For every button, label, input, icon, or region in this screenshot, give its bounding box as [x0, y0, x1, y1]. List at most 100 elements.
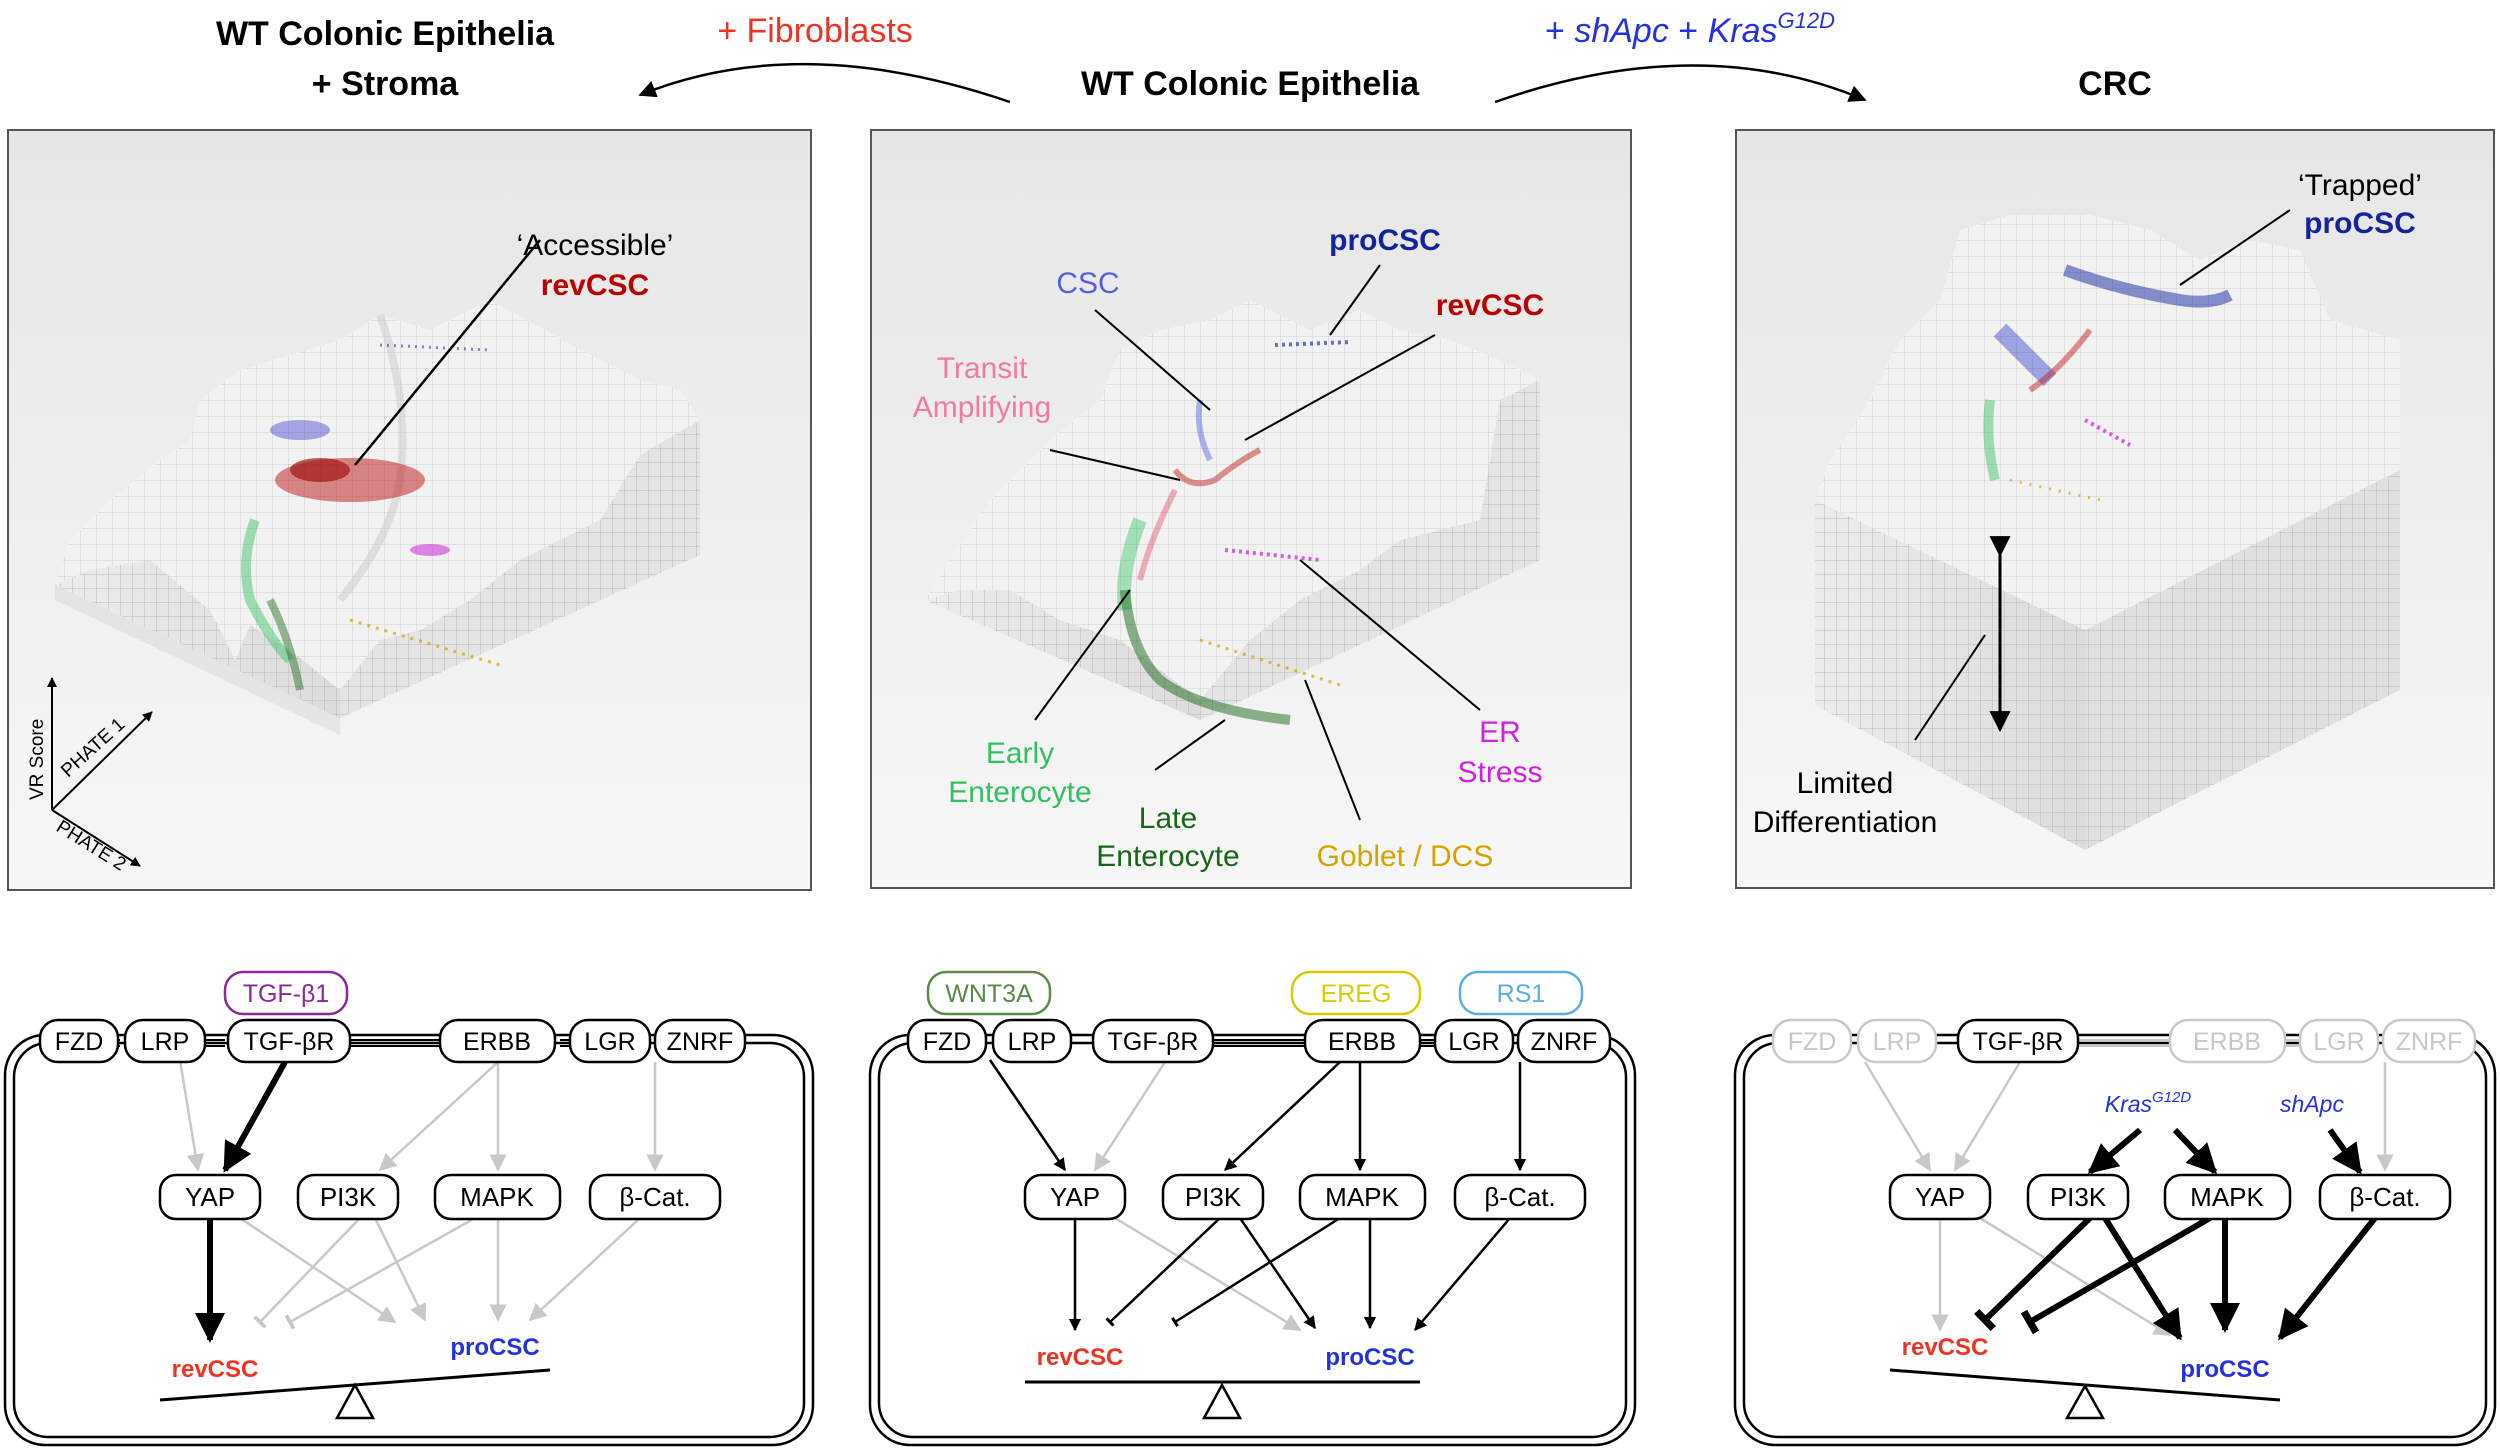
svg-text:LGR: LGR: [1448, 1028, 1499, 1056]
svg-text:YAP: YAP: [1050, 1182, 1100, 1212]
node-yap-center: YAP: [1023, 1173, 1127, 1221]
left-accessible-label: ‘Accessible’: [517, 229, 674, 262]
svg-text:ZNRF: ZNRF: [1531, 1028, 1598, 1056]
left-revcsc-outcome: revCSC: [172, 1356, 259, 1383]
receptor-erbb-center: ERBB: [1303, 1018, 1422, 1064]
node-mapk-center: MAPK: [1298, 1173, 1427, 1221]
node-yap-right: YAP: [1888, 1173, 1992, 1221]
node-pi3k-right: PI3K: [2026, 1173, 2130, 1221]
svg-text:ZNRF: ZNRF: [2396, 1028, 2463, 1056]
center-revcsc-label: revCSC: [1436, 289, 1544, 322]
right-procsc-label: proCSC: [2304, 207, 2416, 240]
receptor-lrp: LRP: [123, 1018, 207, 1064]
receptor-lrp-center: LRP: [991, 1018, 1073, 1064]
ligand-ereg: EREG: [1290, 970, 1422, 1016]
title-right: CRC: [2078, 65, 2152, 103]
receptor-fzd-center: FZD: [906, 1018, 988, 1064]
receptor-lgr: LGR: [568, 1018, 652, 1064]
node-bcat-right: β-Cat.: [2318, 1173, 2452, 1221]
title-center: WT Colonic Epithelia: [1081, 65, 1420, 103]
receptor-lgr-right: LGR: [2298, 1018, 2380, 1064]
svg-text:ERBB: ERBB: [1328, 1028, 1396, 1056]
receptor-znrf-center: ZNRF: [1516, 1018, 1612, 1064]
svg-text:ERBB: ERBB: [463, 1028, 531, 1056]
seesaw-fulcrum: [334, 1382, 376, 1420]
mutation-kras: KrasG12D: [2105, 1089, 2192, 1117]
receptor-fzd-right: FZD: [1771, 1018, 1853, 1064]
right-revcsc-outcome: revCSC: [1902, 1334, 1989, 1361]
svg-text:VR Score: VR Score: [27, 719, 48, 800]
seesaw-fulcrum-right: [2064, 1383, 2106, 1420]
receptor-tgfbr-right: TGF-βR: [1956, 1018, 2080, 1064]
node-bcat: β-Cat.: [588, 1173, 722, 1221]
svg-text:LGR: LGR: [2313, 1028, 2364, 1056]
receptor-tgfbr: TGF-βR: [226, 1018, 352, 1064]
network-right: FZD LRP TGF-βR ERBB LGR ZNRF KrasG12D sh…: [1733, 1018, 2497, 1447]
receptor-tgfbr-center: TGF-βR: [1091, 1018, 1215, 1064]
title-left-line1: WT Colonic Epithelia: [216, 15, 555, 53]
node-mapk: MAPK: [433, 1173, 562, 1221]
svg-text:FZD: FZD: [923, 1028, 972, 1056]
ligand-wnt3a: WNT3A: [926, 970, 1052, 1016]
landscape-panel-center: CSC proCSC revCSC Transit Amplifying Ear…: [870, 129, 1632, 889]
arrow-to-right: [1494, 64, 1867, 104]
center-procsc-label: proCSC: [1329, 224, 1441, 257]
svg-text:LGR: LGR: [584, 1028, 635, 1056]
center-transit-label-1: Transit: [937, 352, 1028, 385]
node-pi3k: PI3K: [296, 1173, 400, 1221]
right-limited-label-2: Differentiation: [1753, 806, 1938, 839]
svg-text:MAPK: MAPK: [1325, 1182, 1399, 1212]
svg-text:FZD: FZD: [1788, 1028, 1837, 1056]
transition-fibroblasts: + Fibroblasts: [717, 12, 913, 50]
center-csc-label: CSC: [1056, 267, 1119, 300]
landscape-panel-right: ‘Trapped’ proCSC Limited Differentiation: [1735, 129, 2495, 889]
svg-text:LRP: LRP: [141, 1028, 190, 1056]
node-yap: YAP: [158, 1173, 262, 1221]
center-early-label-1: Early: [986, 737, 1054, 770]
svg-text:PI3K: PI3K: [1185, 1182, 1242, 1212]
svg-text:FZD: FZD: [55, 1028, 104, 1056]
network-center: FZD LRP TGF-βR ERBB LGR ZNRF WNT3A EREG …: [868, 970, 1637, 1447]
node-mapk-right: MAPK: [2163, 1173, 2292, 1221]
receptor-fzd: FZD: [38, 1018, 120, 1064]
left-revcsc-label: revCSC: [541, 269, 649, 302]
svg-text:β-Cat.: β-Cat.: [619, 1182, 690, 1212]
svg-text:YAP: YAP: [185, 1182, 235, 1212]
svg-text:RS1: RS1: [1497, 980, 1546, 1008]
node-bcat-center: β-Cat.: [1453, 1173, 1587, 1221]
svg-text:PI3K: PI3K: [2050, 1182, 2107, 1212]
left-procsc-outcome: proCSC: [450, 1334, 539, 1361]
svg-text:TGF-βR: TGF-βR: [244, 1028, 335, 1056]
center-early-label-2: Enterocyte: [948, 776, 1091, 809]
right-procsc-outcome: proCSC: [2180, 1356, 2269, 1383]
svg-text:β-Cat.: β-Cat.: [1484, 1182, 1555, 1212]
svg-text:β-Cat.: β-Cat.: [2349, 1182, 2420, 1212]
svg-text:PI3K: PI3K: [320, 1182, 377, 1212]
ligand-tgfb1: TGF-β1: [223, 970, 349, 1016]
svg-text:LRP: LRP: [1873, 1028, 1922, 1056]
seesaw-fulcrum-center: [1201, 1382, 1243, 1420]
title-left-line2: + Stroma: [312, 65, 460, 103]
svg-text:TGF-β1: TGF-β1: [243, 980, 330, 1008]
center-er-label-2: Stress: [1457, 756, 1542, 789]
ligand-rs1: RS1: [1458, 970, 1584, 1016]
svg-text:TGF-βR: TGF-βR: [1973, 1028, 2064, 1056]
svg-text:ERBB: ERBB: [2193, 1028, 2261, 1056]
svg-text:ZNRF: ZNRF: [667, 1028, 734, 1056]
svg-text:MAPK: MAPK: [2190, 1182, 2264, 1212]
center-revcsc-outcome: revCSC: [1037, 1344, 1124, 1371]
arrow-to-left: [638, 62, 1011, 104]
center-goblet-label: Goblet / DCS: [1317, 840, 1494, 873]
center-late-label-1: Late: [1139, 802, 1197, 835]
receptor-erbb-right: ERBB: [2168, 1018, 2287, 1064]
node-pi3k-center: PI3K: [1161, 1173, 1265, 1221]
receptor-znrf: ZNRF: [653, 1018, 747, 1064]
svg-text:YAP: YAP: [1915, 1182, 1965, 1212]
center-transit-label-2: Amplifying: [913, 391, 1051, 424]
receptor-lgr-center: LGR: [1433, 1018, 1515, 1064]
svg-text:MAPK: MAPK: [460, 1182, 534, 1212]
svg-text:WNT3A: WNT3A: [945, 980, 1033, 1008]
center-er-label-1: ER: [1479, 716, 1521, 749]
svg-text:LRP: LRP: [1008, 1028, 1057, 1056]
